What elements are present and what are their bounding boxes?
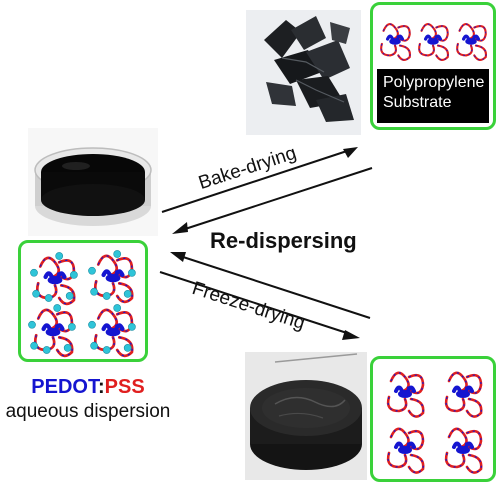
pedot-core-body xyxy=(456,446,470,454)
freeze-dried-structure-panel xyxy=(370,356,496,482)
pss-chain-pattern xyxy=(56,311,73,332)
counterion xyxy=(42,346,51,354)
freeze-drying-arrow-line xyxy=(159,271,351,335)
freeze-drying-arrowhead xyxy=(342,330,360,340)
pss-chain-pattern xyxy=(380,43,397,56)
redisperse-upper-arrow-line xyxy=(181,167,373,231)
pedot-core-body xyxy=(105,327,121,337)
freeze-dried-chains-illustration xyxy=(386,371,483,474)
redisperse-lower-arrow-line xyxy=(179,255,371,319)
pedot-core-body xyxy=(45,327,61,337)
pss-chain-pattern xyxy=(474,25,487,42)
pss-chain-pattern xyxy=(445,396,465,412)
bake-drying-arrow-line xyxy=(161,149,351,213)
pss-chain-pattern xyxy=(408,430,424,450)
pss-chain-pattern xyxy=(456,43,473,56)
pss-chain-pattern xyxy=(408,374,424,394)
counterion xyxy=(90,287,98,296)
petri-dish-illustration xyxy=(28,128,158,236)
counterion xyxy=(44,294,53,302)
pss-chain-pattern xyxy=(466,430,482,450)
pss-chain-pattern xyxy=(387,396,407,412)
dispersion-petri-dish-photo xyxy=(28,128,158,236)
pss-chain-pattern xyxy=(58,259,75,280)
counterion xyxy=(63,344,72,352)
redispersing-label: Re-dispersing xyxy=(210,228,357,253)
redisperse-upper-arrowhead xyxy=(172,222,188,234)
pedot-label: PEDOT xyxy=(31,376,98,398)
dispersion-structure-panel xyxy=(18,240,148,362)
pedot-core-body xyxy=(105,273,121,283)
bake-dried-structure-panel: Polypropylene Substrate xyxy=(370,2,496,130)
pedot-core-body xyxy=(47,275,63,285)
pedot-core-body xyxy=(398,446,412,454)
pss-chain-pattern xyxy=(56,336,73,357)
pellet-illustration xyxy=(245,352,367,480)
pss-chain-pattern xyxy=(473,45,487,61)
material-name: PEDOT:PSS xyxy=(0,376,176,399)
counterion xyxy=(88,320,96,329)
counterion xyxy=(30,341,38,350)
counterion xyxy=(102,292,111,300)
counterion xyxy=(90,341,98,350)
pss-chain-pattern xyxy=(436,25,449,42)
pss-chain-pattern xyxy=(387,452,407,468)
pss-chain-pattern xyxy=(418,43,435,56)
pedot-core-body xyxy=(398,390,412,398)
counterion xyxy=(28,320,36,329)
pss-chain-pattern xyxy=(445,452,465,468)
pss-chain-pattern xyxy=(116,282,133,303)
pedot-core-body xyxy=(427,38,439,45)
counterion xyxy=(88,266,96,275)
counterion xyxy=(68,323,76,331)
counterion xyxy=(123,290,132,298)
pss-chain xyxy=(407,397,425,418)
counterion xyxy=(128,323,136,331)
counterion xyxy=(65,292,74,300)
pss-label: PSS xyxy=(104,376,145,398)
pss-chain-pattern xyxy=(466,454,482,474)
material-caption: PEDOT:PSS aqueous dispersion xyxy=(0,376,176,423)
pss-chain-pattern xyxy=(408,398,424,418)
counterion xyxy=(30,268,38,277)
pedot-core-body xyxy=(389,38,401,45)
pss-chain-pattern xyxy=(398,25,411,42)
substrate-label-line1: Polypropylene xyxy=(383,74,485,91)
substrate-label-box: Polypropylene Substrate xyxy=(377,69,489,123)
pss-chain-pattern xyxy=(435,45,449,61)
counterion xyxy=(123,344,132,352)
pedot-core-body xyxy=(465,38,477,45)
freeze-dried-pellet-photo xyxy=(245,352,367,480)
pss-chain-pattern xyxy=(466,398,482,418)
pss-chain-pattern xyxy=(408,454,424,474)
pss-chain-pattern xyxy=(397,45,411,61)
material-separator: : xyxy=(97,376,105,398)
pss-chain-pattern xyxy=(466,374,482,394)
redisperse-lower-arrowhead xyxy=(170,252,186,262)
pss-chain-pattern xyxy=(58,284,75,305)
pss-chain-pattern xyxy=(116,336,133,357)
substrate-label-line2: Substrate xyxy=(383,94,452,111)
dispersion-chains-illustration xyxy=(28,250,136,358)
counterion xyxy=(70,271,78,279)
counterion xyxy=(53,304,62,312)
counterion xyxy=(113,250,122,258)
bake-dried-film-photo xyxy=(246,10,361,135)
counterion xyxy=(102,346,111,354)
pss-chain xyxy=(465,397,483,418)
pedot-core-body xyxy=(456,390,470,398)
material-description: aqueous dispersion xyxy=(5,401,171,422)
pss-chain xyxy=(465,453,483,474)
bake-dried-chains-illustration xyxy=(380,23,488,61)
film-pieces-illustration xyxy=(246,10,361,135)
counterion xyxy=(113,304,122,312)
counterion xyxy=(32,289,40,298)
bake-drying-arrowhead xyxy=(343,147,358,158)
pss-chain-pattern xyxy=(116,311,133,332)
pss-chain-pattern xyxy=(116,257,133,278)
counterion xyxy=(55,252,64,260)
pss-chain xyxy=(407,453,425,474)
counterion xyxy=(128,269,136,277)
